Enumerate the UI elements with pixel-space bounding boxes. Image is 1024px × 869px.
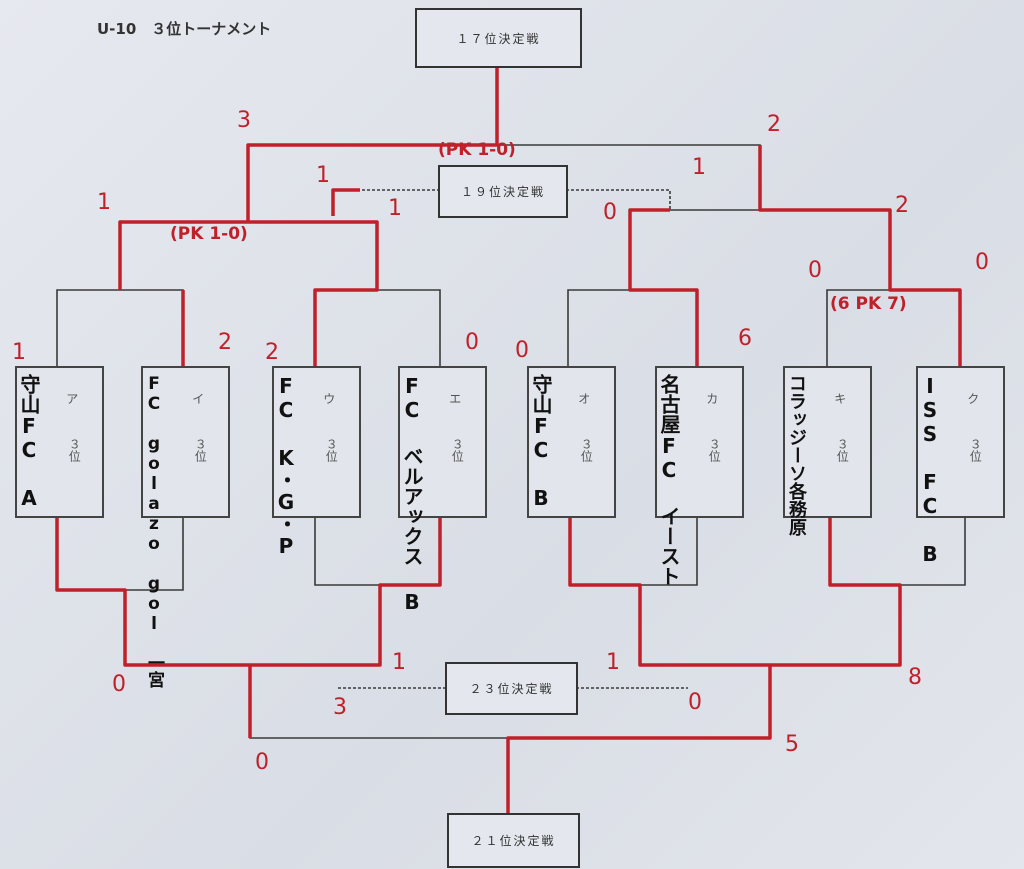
match-19th-place: １９位決定戦 — [438, 165, 568, 218]
team-rank: ３位 — [450, 438, 465, 462]
team-slot: オ — [578, 392, 591, 406]
score-semi-left: 1 — [97, 190, 111, 215]
score-final21-left: 0 — [255, 750, 269, 775]
score-semi-right-a: 0 — [603, 200, 617, 225]
team-rank: ３位 — [193, 438, 208, 462]
team-name: FC golazo gol 一宮 — [144, 374, 164, 688]
score-final17-right: 2 — [767, 112, 781, 137]
team-rank: ３位 — [579, 438, 594, 462]
score-m19-b: 1 — [388, 196, 402, 221]
team-box-o: オ ３位 守山FC B — [527, 366, 616, 518]
team-slot: ウ — [323, 392, 336, 406]
score-bottom-f: 8 — [908, 665, 922, 690]
team-name: ISS FC B — [918, 374, 942, 566]
score-bottom-b: 1 — [392, 650, 406, 675]
score-ku: 0 — [975, 250, 989, 275]
team-box-ka: カ ３位 名古屋FC イースト — [655, 366, 744, 586]
team-rank: ３位 — [67, 438, 82, 462]
score-e: 0 — [465, 330, 479, 355]
score-u: 2 — [265, 340, 279, 365]
team-rank: ３位 — [707, 438, 722, 462]
pk-result-final17: (PK 1-0) — [438, 140, 516, 160]
score-m19-c: 1 — [692, 155, 706, 180]
team-name: FC ベルアックス B — [400, 374, 424, 614]
team-box-u: ウ ３位 FC K・G・P — [272, 366, 361, 558]
team-rank: ３位 — [835, 438, 850, 462]
score-final21-right: 5 — [785, 732, 799, 757]
team-box-a: ア ３位 守山FC A — [15, 366, 104, 518]
score-bottom-d: 1 — [606, 650, 620, 675]
team-box-i: イ ３位 FC golazo gol 一宮 — [141, 366, 230, 688]
pk-result-semi-left: (PK 1-0) — [170, 224, 248, 244]
team-slot: イ — [192, 392, 205, 406]
pk-result-ki-ku: (6 PK 7) — [830, 294, 907, 314]
score-final17-left: 3 — [237, 108, 251, 133]
team-slot: キ — [834, 392, 847, 406]
team-rank: ３位 — [968, 438, 983, 462]
score-bottom-e: 0 — [688, 690, 702, 715]
team-name: 名古屋FC イースト — [657, 374, 681, 586]
team-name: 守山FC B — [529, 374, 553, 510]
match-21st-place: ２１位決定戦 — [447, 813, 580, 868]
team-box-e: エ ３位 FC ベルアックス B — [398, 366, 487, 614]
team-slot: エ — [449, 392, 462, 406]
score-a: 1 — [12, 340, 26, 365]
score-o: 0 — [515, 338, 529, 363]
score-semi-right-b: 2 — [895, 193, 909, 218]
team-slot: カ — [706, 392, 719, 406]
score-m19-a: 1 — [316, 163, 330, 188]
score-bottom-c: 3 — [333, 695, 347, 720]
team-box-ki: キ ３位 コラッジーソ各務原 — [783, 366, 872, 536]
team-name: コラッジーソ各務原 — [786, 374, 807, 536]
score-bottom-a: 0 — [112, 672, 126, 697]
team-name: FC K・G・P — [274, 374, 298, 558]
score-ka: 6 — [738, 326, 752, 351]
team-box-ku: ク ３位 ISS FC B — [916, 366, 1005, 566]
team-rank: ３位 — [324, 438, 339, 462]
score-ki: 0 — [808, 258, 822, 283]
page-title: U-10 ３位トーナメント — [97, 20, 272, 38]
score-i: 2 — [218, 330, 232, 355]
team-slot: ア — [66, 392, 79, 406]
match-23rd-place: ２３位決定戦 — [445, 662, 578, 715]
match-17th-place: １７位決定戦 — [415, 8, 582, 68]
team-slot: ク — [967, 392, 980, 406]
team-name: 守山FC A — [17, 374, 41, 510]
